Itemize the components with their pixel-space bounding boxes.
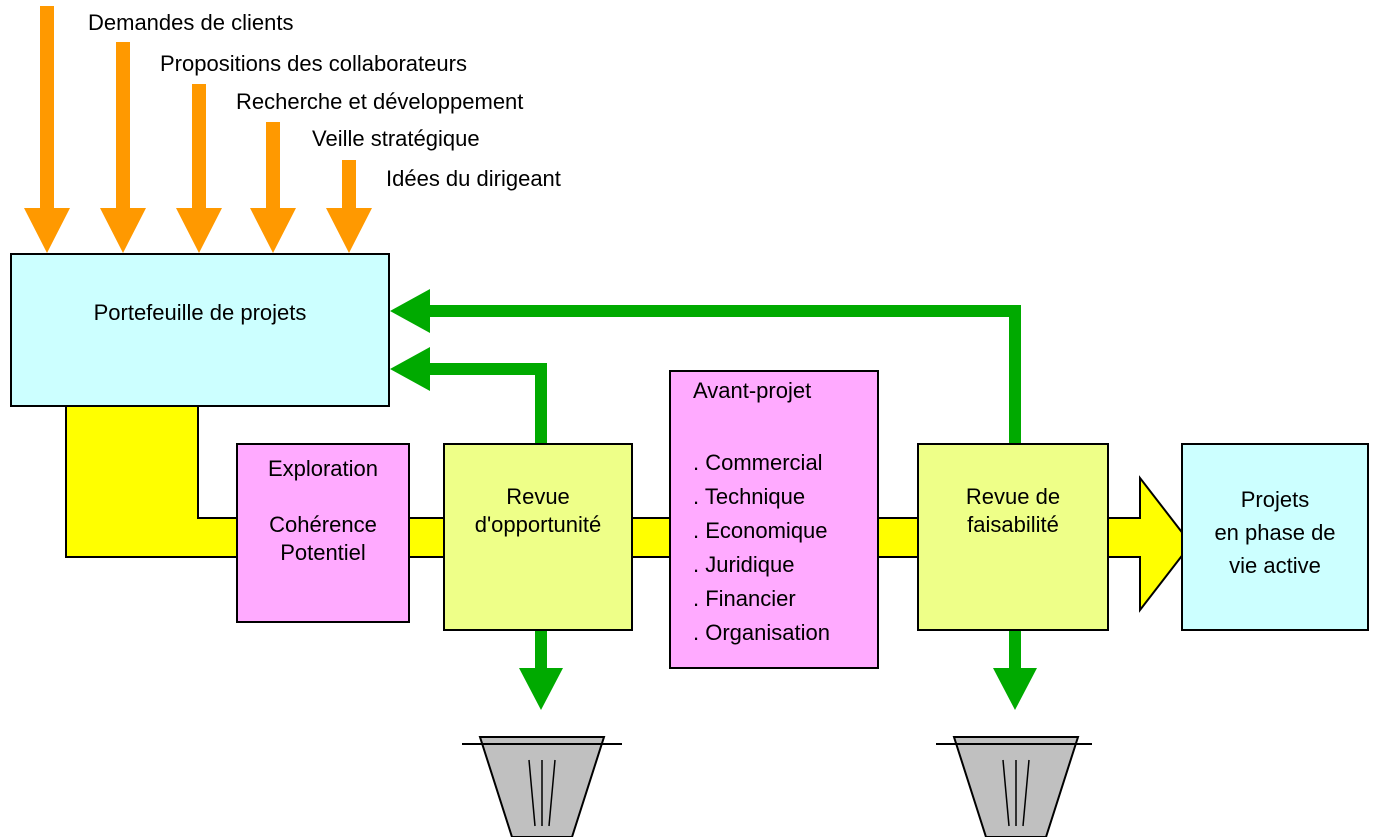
pre-project-title: Avant-projet bbox=[693, 378, 812, 403]
trash-bin-icon bbox=[936, 736, 1092, 837]
feedback-arrow-icon bbox=[390, 347, 547, 443]
opportunity-review-line2: d'opportunité bbox=[474, 512, 602, 537]
discard-arrow-icon bbox=[993, 630, 1037, 710]
exploration-coherence: Cohérence bbox=[269, 512, 377, 537]
active-projects-line3: vie active bbox=[1229, 553, 1321, 578]
active-projects-line1: Projets bbox=[1240, 487, 1310, 512]
input-arrow-icon bbox=[176, 84, 222, 253]
input-arrow-icon bbox=[24, 6, 70, 253]
exploration-potential: Potentiel bbox=[280, 540, 366, 565]
portfolio-box: Portefeuille de projets bbox=[10, 253, 390, 407]
feasibility-review-line2: faisabilité bbox=[967, 512, 1059, 537]
feedback-arrows bbox=[390, 289, 1037, 710]
opportunity-review-line1: Revue bbox=[506, 484, 570, 509]
pre-project-box: Avant-projet . Commercial . Technique . … bbox=[669, 370, 879, 669]
input-label-rnd: Recherche et développement bbox=[236, 89, 524, 114]
pre-project-item: . Technique bbox=[693, 484, 806, 509]
opportunity-review-box: Revue d'opportunité bbox=[443, 443, 633, 631]
pre-project-item: . Commercial bbox=[693, 450, 823, 475]
pre-project-item: . Juridique bbox=[693, 552, 795, 577]
exploration-title: Exploration bbox=[267, 456, 379, 481]
input-arrow-icon bbox=[326, 160, 372, 253]
trash-bin-icon bbox=[462, 736, 622, 837]
feasibility-review-line1: Revue de bbox=[965, 484, 1061, 509]
input-label-clients: Demandes de clients bbox=[88, 10, 294, 35]
input-arrow-icon bbox=[250, 122, 296, 253]
input-arrows bbox=[24, 6, 372, 253]
portfolio-label: Portefeuille de projets bbox=[93, 300, 307, 325]
input-arrow-icon bbox=[100, 42, 146, 253]
pre-project-item: . Organisation bbox=[693, 620, 830, 645]
pre-project-item: . Economique bbox=[693, 518, 828, 543]
exploration-box: Exploration Cohérence Potentiel bbox=[236, 443, 410, 623]
active-projects-box: Projets en phase de vie active bbox=[1181, 443, 1369, 631]
active-projects-line2: en phase de bbox=[1214, 520, 1336, 545]
feasibility-review-box: Revue de faisabilité bbox=[917, 443, 1109, 631]
discard-arrow-icon bbox=[519, 630, 563, 710]
pre-project-item: . Financier bbox=[693, 586, 796, 611]
input-label-watch: Veille stratégique bbox=[312, 126, 480, 151]
input-label-leader: Idées du dirigeant bbox=[386, 166, 561, 191]
input-label-collaborators: Propositions des collaborateurs bbox=[160, 51, 467, 76]
